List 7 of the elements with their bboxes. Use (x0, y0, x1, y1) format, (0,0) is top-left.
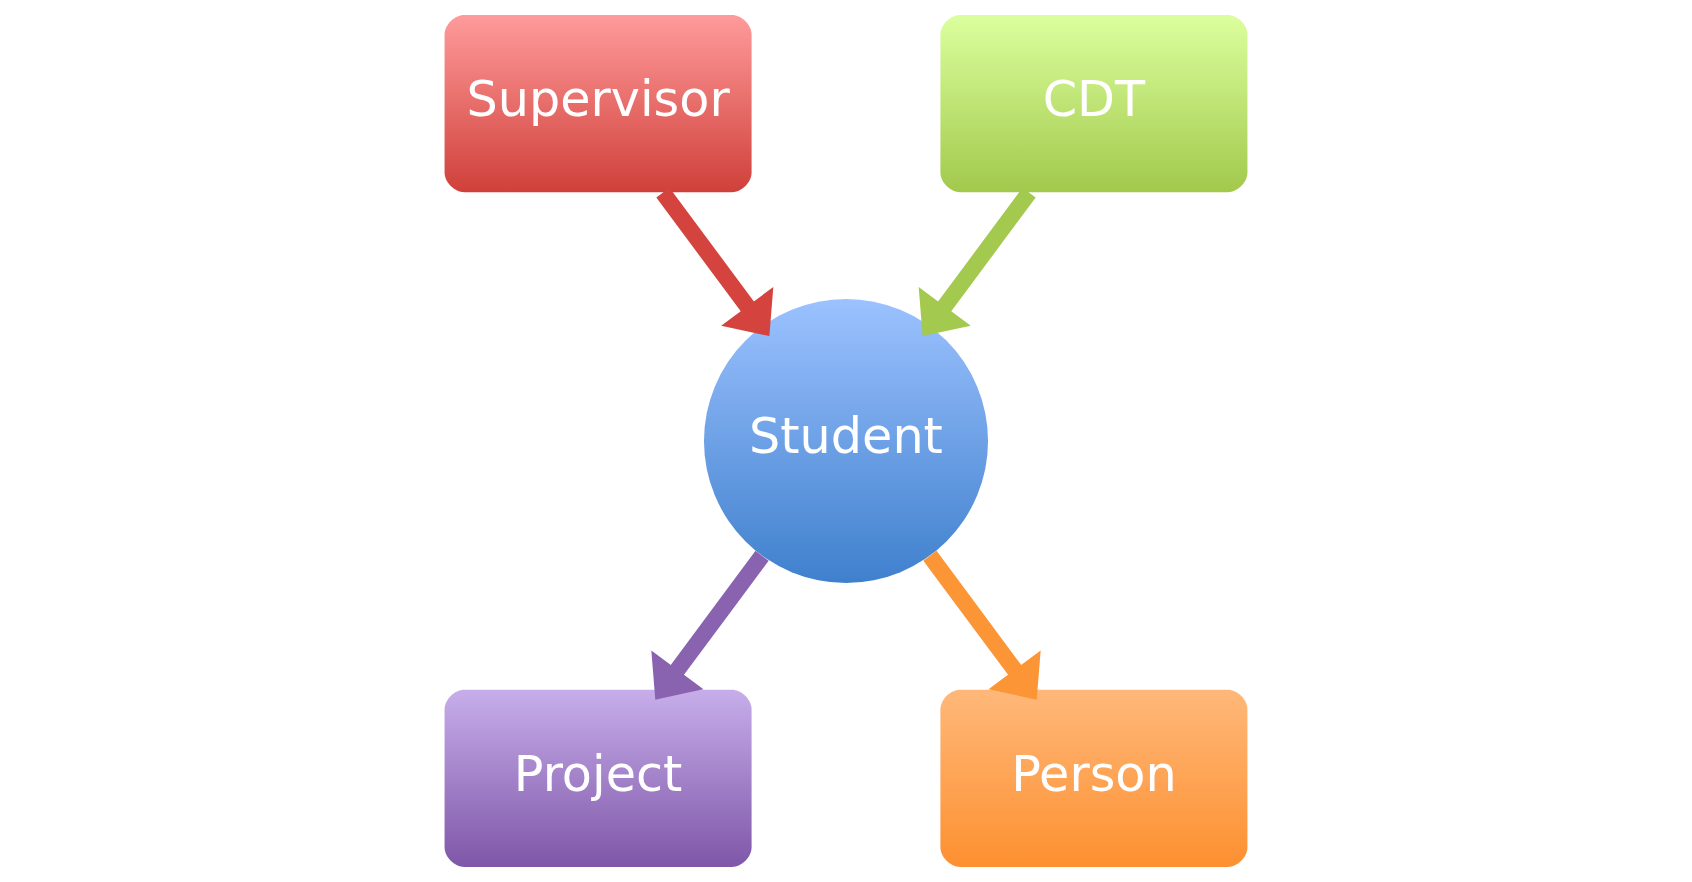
node-box: CDT (940, 14, 1248, 193)
node-box: Person (940, 689, 1248, 868)
node-box: Project (444, 689, 752, 868)
node-box: Supervisor (444, 14, 752, 193)
arrow (651, 550, 769, 700)
node-circle: Student (704, 299, 988, 583)
arrow (923, 550, 1041, 700)
